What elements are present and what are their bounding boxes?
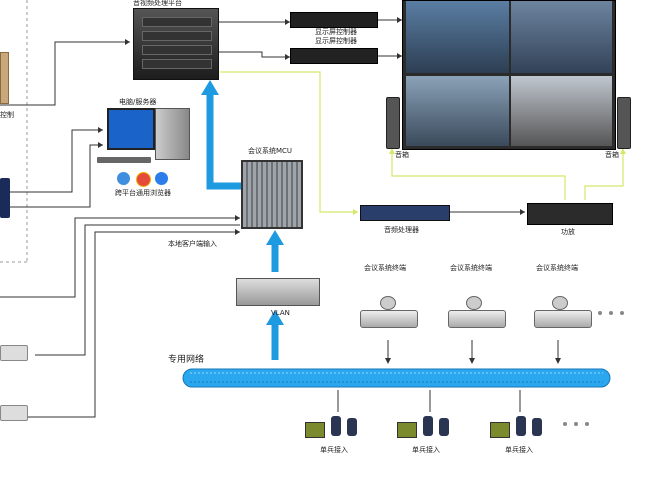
soldier-2-icon — [397, 416, 452, 438]
pc-keyboard-icon — [97, 157, 151, 163]
local-input-label: 本地客户端输入 — [168, 240, 217, 248]
terminal-1-camera — [380, 296, 396, 310]
speaker-left-icon — [386, 97, 400, 149]
speaker-left-label: 音箱 — [395, 151, 409, 159]
display-controller-1-label: 显示屏控制器 — [315, 28, 357, 36]
speaker-right-icon — [617, 97, 631, 149]
terminal-2-label: 会议系统终端 — [450, 264, 492, 272]
terminal-2-camera — [466, 296, 482, 310]
terminal-3-device — [534, 310, 592, 328]
terminal-3-label: 会议系统终端 — [536, 264, 578, 272]
left-tablet-device — [0, 178, 10, 218]
display-controller-2 — [290, 48, 378, 64]
soldier-1-label: 单兵接入 — [320, 446, 348, 454]
browser-icons — [117, 172, 171, 187]
soldier-3-label: 单兵接入 — [505, 446, 533, 454]
vlan-switch-device — [236, 278, 320, 306]
network-label: 专用网络 — [168, 355, 205, 365]
left-control-device — [0, 52, 9, 104]
av-platform-label: 音视频处理平台 — [133, 0, 182, 7]
soldier-3-icon — [490, 416, 545, 438]
display-controller-2-label: 显示屏控制器 — [315, 37, 357, 45]
left-terminal-1 — [0, 345, 28, 361]
soldier-1-icon — [305, 416, 360, 438]
pc-server-label: 电脑/服务器 — [119, 98, 157, 106]
audio-processor-label: 音频处理器 — [384, 226, 419, 234]
terminal-1-device — [360, 310, 418, 328]
mcu-label: 会议系统MCU — [248, 147, 293, 155]
amplifier-label: 功放 — [561, 228, 575, 236]
pc-tower-icon — [155, 108, 190, 160]
amplifier-device — [527, 203, 613, 225]
soldier-2-label: 单兵接入 — [412, 446, 440, 454]
left-control-label: 控制 — [0, 111, 14, 119]
left-terminal-2 — [0, 405, 28, 421]
video-wall-screen — [402, 0, 616, 150]
pc-monitor-icon — [107, 108, 155, 150]
display-controller-1 — [290, 12, 378, 28]
vlan-label: VLAN — [271, 309, 290, 317]
mcu-device — [241, 160, 303, 229]
browser-label: 跨平台通用浏览器 — [115, 189, 171, 197]
terminal-2-device — [448, 310, 506, 328]
speaker-right-label: 音箱 — [605, 151, 619, 159]
av-platform-device — [133, 8, 219, 80]
terminal-1-label: 会议系统终端 — [364, 264, 406, 272]
audio-processor-device — [360, 205, 450, 221]
terminal-3-camera — [552, 296, 568, 310]
